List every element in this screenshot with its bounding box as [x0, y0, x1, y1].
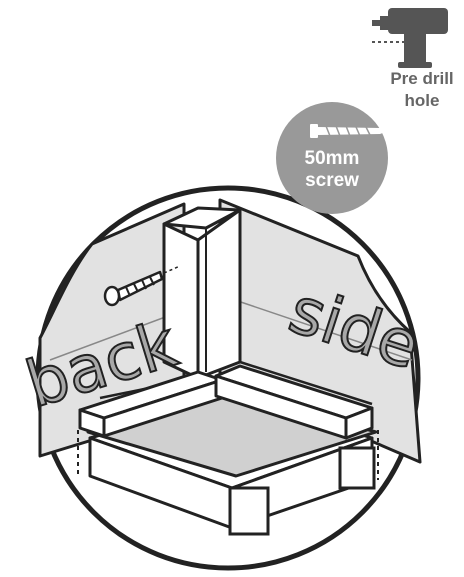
side-label: side: [281, 274, 429, 385]
wall-screw-icon: [103, 265, 181, 307]
drill-icon: [372, 8, 448, 68]
pallet-foot-right: [338, 446, 376, 490]
inner-edge-right: [239, 360, 373, 406]
screw-tip-label: 50mm screw: [304, 148, 360, 191]
pallet-foot-left: [228, 486, 270, 536]
drill-tip-label: Pre drill hole: [390, 69, 454, 110]
corner-post-right: [196, 208, 242, 380]
back-panel-seam: [49, 309, 185, 361]
beam-right-side: [214, 374, 348, 440]
screw-icon: [310, 124, 388, 138]
side-panel-seam: [219, 294, 413, 361]
